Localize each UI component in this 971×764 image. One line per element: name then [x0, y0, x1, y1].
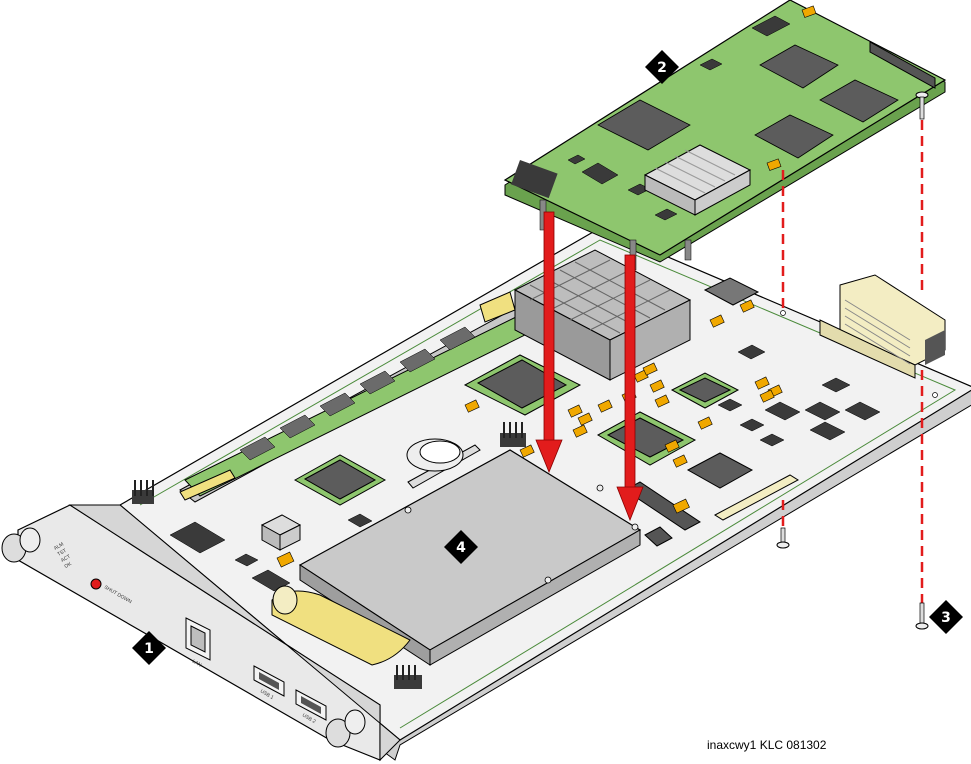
mounting-screw-bottom [915, 602, 929, 630]
status-led-labels: ALM TST ACT OK [53, 541, 74, 570]
shut-down-button[interactable] [90, 578, 102, 590]
mounting-screw-middle [776, 527, 790, 549]
led-label-alm: ALM [53, 541, 65, 551]
insertion-arrow-right [616, 254, 644, 522]
daughter-edge-pins [869, 41, 936, 89]
faceplate: ALM TST ACT OK SHUT DOWN LAN USB 1 USB 2 [1, 504, 401, 762]
battery [406, 438, 464, 472]
bga-chip-4 [670, 372, 740, 409]
voltage-regulator [703, 277, 760, 306]
board-chips [132, 299, 881, 689]
callout-badge-2: 2 [645, 50, 679, 84]
callout-3-label: 3 [941, 610, 951, 626]
insertion-arrows [535, 211, 644, 522]
small-header-block [260, 514, 302, 551]
screw-guide-lines [781, 120, 924, 605]
right-ejector-knob [325, 709, 366, 748]
led-label-act: ACT [60, 554, 72, 564]
led-label-ok: OK [64, 561, 74, 570]
daughter-heatsink [643, 144, 752, 216]
daughter-board [503, 0, 947, 271]
backplane-connector [819, 274, 946, 379]
callout-badge-3: 3 [929, 600, 963, 634]
left-ejector-knob [1, 527, 41, 563]
usb-port-2[interactable] [295, 689, 327, 721]
board-connector-strip [714, 474, 799, 521]
pin-header-2 [394, 665, 422, 689]
callout-2-label: 2 [657, 60, 667, 76]
lan-port-label: LAN [191, 659, 203, 669]
callout-badge-4: 4 [444, 530, 478, 564]
mounting-screw-top [915, 91, 929, 120]
standoff-holes [780, 310, 938, 398]
pin-header-1 [132, 480, 154, 504]
bga-chip-2 [293, 454, 387, 506]
daughter-pin-header [511, 159, 558, 199]
usb-port-1[interactable] [253, 665, 285, 697]
callout-1-label: 1 [144, 641, 154, 657]
bga-chip-5 [686, 452, 754, 489]
insertion-arrow-left [535, 211, 563, 474]
lan-port[interactable] [185, 617, 211, 661]
figure-id-caption: inaxcwy1 KLC 081302 [707, 738, 827, 752]
led-label-tst: TST [57, 548, 68, 558]
pin-header-3 [500, 422, 526, 447]
callout-badge-1: 1 [132, 631, 166, 665]
callout-4-label: 4 [456, 540, 466, 556]
drive-ribbon-cable [271, 585, 411, 666]
